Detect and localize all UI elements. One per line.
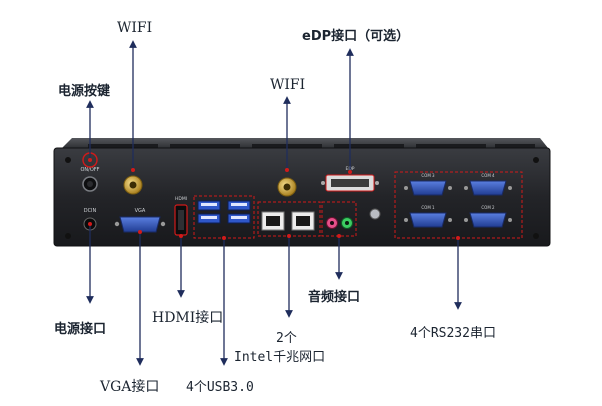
dc-in-label: DCIN — [84, 208, 97, 214]
ground-screw — [369, 208, 381, 220]
power-switch: ON/OFF — [80, 167, 100, 192]
com2-label: COM 2 — [481, 205, 495, 210]
callout-vga: VGA接口 — [100, 379, 160, 395]
usb-ports — [193, 195, 255, 239]
audio-highlight — [337, 234, 341, 238]
callout-audio: 音频接口 — [308, 290, 361, 305]
hdmi-label: HDMI — [175, 196, 187, 202]
callout-lan-line1: 2个 — [276, 331, 297, 346]
vga-highlight — [138, 230, 142, 234]
com-ports: COM 3 COM 4 COM 1 COM 2 — [394, 171, 523, 239]
com1-label: COM 1 — [421, 205, 435, 210]
callout-lan-line2: Intel千兆网口 — [234, 350, 326, 365]
antenna-left — [123, 175, 143, 195]
callout-power-button: 电源按键 — [58, 84, 111, 99]
vga-port: VGA — [114, 208, 166, 233]
callout-lines — [86, 40, 462, 366]
edp-highlight — [348, 170, 352, 174]
com3-label: COM 3 — [421, 173, 435, 178]
dc-in-highlight — [88, 222, 92, 226]
edp-port: EDP — [321, 166, 379, 192]
callout-hdmi: HDMI接口 — [152, 310, 224, 326]
com4-label: COM 4 — [481, 173, 495, 178]
antenna-center — [277, 177, 297, 197]
hdmi-highlight — [179, 234, 183, 238]
hdmi-port: HDMI — [174, 196, 188, 236]
callout-wifi-left: WIFI — [117, 20, 153, 36]
callout-rs232: 4个RS232串口 — [410, 326, 496, 341]
antenna-left-highlight — [131, 168, 135, 172]
antenna-center-highlight — [285, 168, 289, 172]
callout-edp: eDP接口（可选） — [302, 29, 410, 44]
audio-ports — [321, 201, 357, 237]
lan-ports — [257, 201, 321, 237]
power-switch-label: ON/OFF — [80, 167, 99, 173]
callout-usb: 4个USB3.0 — [186, 380, 254, 395]
com-highlight — [456, 236, 460, 240]
callout-wifi-center: WIFI — [270, 77, 306, 93]
lan-highlight — [287, 234, 291, 238]
callout-power-port: 电源接口 — [54, 322, 107, 337]
usb-highlight — [222, 236, 226, 240]
vga-label: VGA — [135, 208, 146, 214]
